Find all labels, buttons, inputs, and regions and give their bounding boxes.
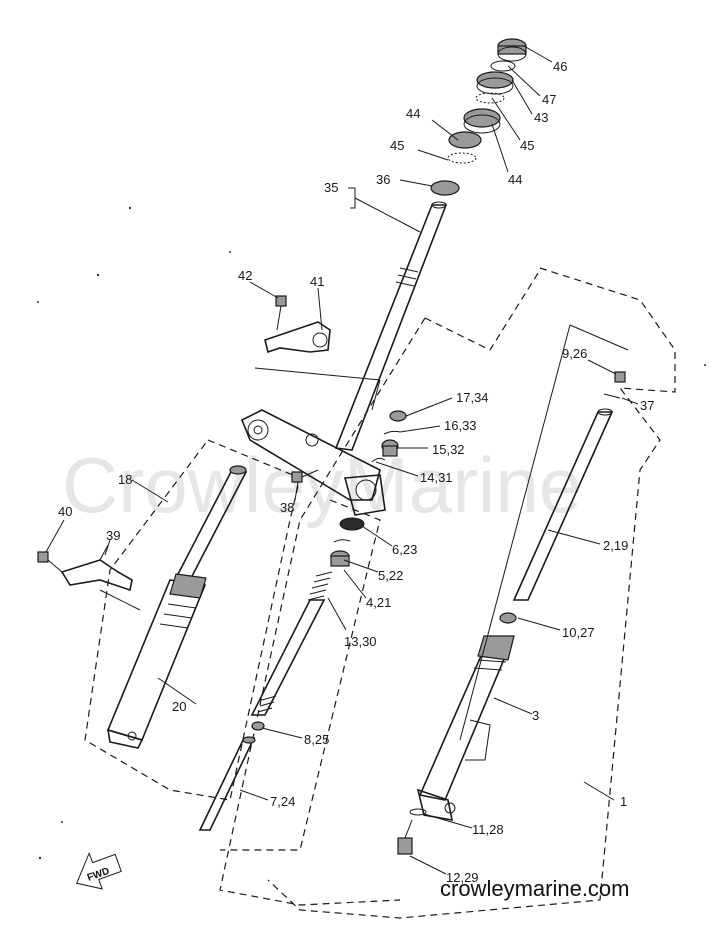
right-fork-leg [397, 324, 629, 855]
callout-3: 3 [532, 708, 539, 723]
callout-10-27: 10,27 [562, 625, 595, 640]
callout-45-right: 45 [520, 138, 534, 153]
callout-12-29: 12,29 [446, 870, 479, 885]
callout-15-32: 15,32 [432, 442, 465, 457]
callout-40: 40 [58, 504, 72, 519]
steering-arm [254, 295, 381, 411]
callout-43: 43 [534, 110, 548, 125]
callout-18: 18 [118, 472, 132, 487]
fwd-label: FWD [86, 866, 111, 884]
steering-column [240, 201, 448, 516]
left-fork-leg [106, 465, 248, 749]
group-outline-1 [267, 267, 676, 919]
bracket-39 [37, 544, 141, 611]
callout-35: 35 [324, 180, 338, 195]
group-outline-18 [84, 439, 301, 801]
specks [37, 206, 706, 860]
callout-8-25: 8,25 [304, 732, 329, 747]
callout-6-23: 6,23 [392, 542, 417, 557]
callout-44-left: 44 [406, 106, 420, 121]
fwd-arrow: FWD [76, 851, 122, 890]
inner-stack [371, 410, 407, 463]
callout-13-30: 13,30 [344, 634, 377, 649]
callout-41: 41 [310, 274, 324, 289]
callout-17-34: 17,34 [456, 390, 489, 405]
callout-14-31: 14,31 [420, 470, 453, 485]
group-outline-35 [424, 269, 541, 351]
callout-45-left: 45 [390, 138, 404, 153]
callout-36: 36 [376, 172, 390, 187]
group-outline-pin [220, 499, 381, 851]
callout-1: 1 [620, 794, 627, 809]
callout-4-21: 4,21 [366, 595, 391, 610]
callout-labels: 46 47 43 45 44 44 45 36 35 42 41 9,26 37… [58, 59, 654, 885]
callout-7-24: 7,24 [270, 794, 295, 809]
callout-16-33: 16,33 [444, 418, 477, 433]
callout-20: 20 [172, 699, 186, 714]
leader-lines [45, 45, 639, 875]
middle-column [198, 517, 365, 831]
callout-9-26: 9,26 [562, 346, 587, 361]
bolt-38 [291, 469, 319, 483]
callout-46: 46 [553, 59, 567, 74]
callout-11-28: 11,28 [472, 822, 504, 837]
callout-44-right: 44 [508, 172, 522, 187]
callout-42: 42 [238, 268, 252, 283]
callout-37: 37 [640, 398, 654, 413]
group-outline-inner [219, 317, 426, 906]
callout-39: 39 [106, 528, 120, 543]
callout-5-22: 5,22 [378, 568, 403, 583]
callout-2-19: 2,19 [603, 538, 628, 553]
callout-38: 38 [280, 500, 294, 515]
bearing-stack [430, 38, 527, 196]
site-url: crowleymarine.com [440, 876, 630, 901]
callout-47: 47 [542, 92, 556, 107]
